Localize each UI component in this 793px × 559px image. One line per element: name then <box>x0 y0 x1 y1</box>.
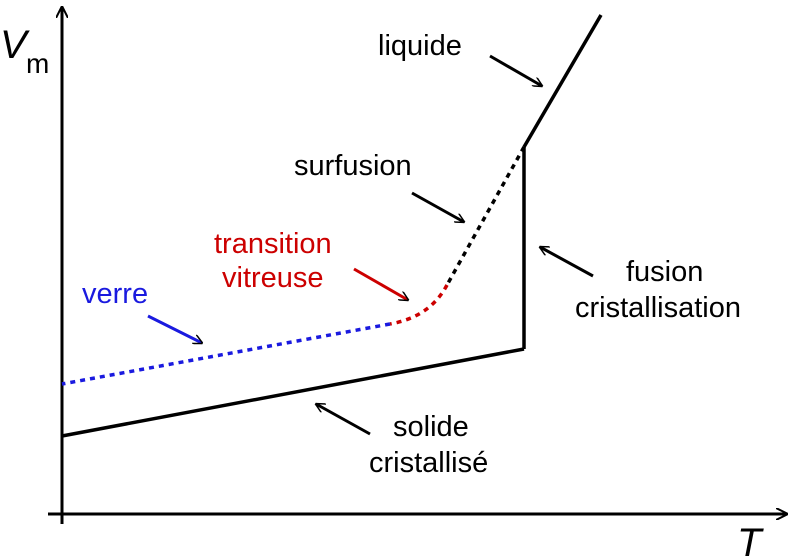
arrow-fusion <box>540 245 594 278</box>
label-solide: solide <box>393 411 469 443</box>
arrow-solide <box>316 402 371 436</box>
glass-transition-curve <box>389 284 449 326</box>
arrow-verre <box>147 314 202 345</box>
arrow-liquide <box>489 54 542 86</box>
label-vitreuse: vitreuse <box>222 262 324 294</box>
supercooled-line <box>445 146 526 286</box>
label-verre: verre <box>82 278 148 310</box>
label-cristallise: cristallisé <box>369 447 488 479</box>
label-liquide: liquide <box>378 30 462 62</box>
arrow-transition <box>353 267 408 300</box>
y-axis-label: V <box>0 23 30 67</box>
arrow-surfusion <box>411 191 464 224</box>
x-axis-label: T <box>737 521 764 559</box>
label-transition: transition <box>214 228 332 260</box>
label-fusion: fusion <box>626 256 703 288</box>
y-axis-subscript: m <box>26 48 49 79</box>
label-surfusion: surfusion <box>294 150 412 182</box>
solid-line <box>61 347 525 438</box>
liquid-line <box>522 14 603 148</box>
label-cristallisation: cristallisation <box>575 292 741 324</box>
glass-line <box>61 322 391 386</box>
